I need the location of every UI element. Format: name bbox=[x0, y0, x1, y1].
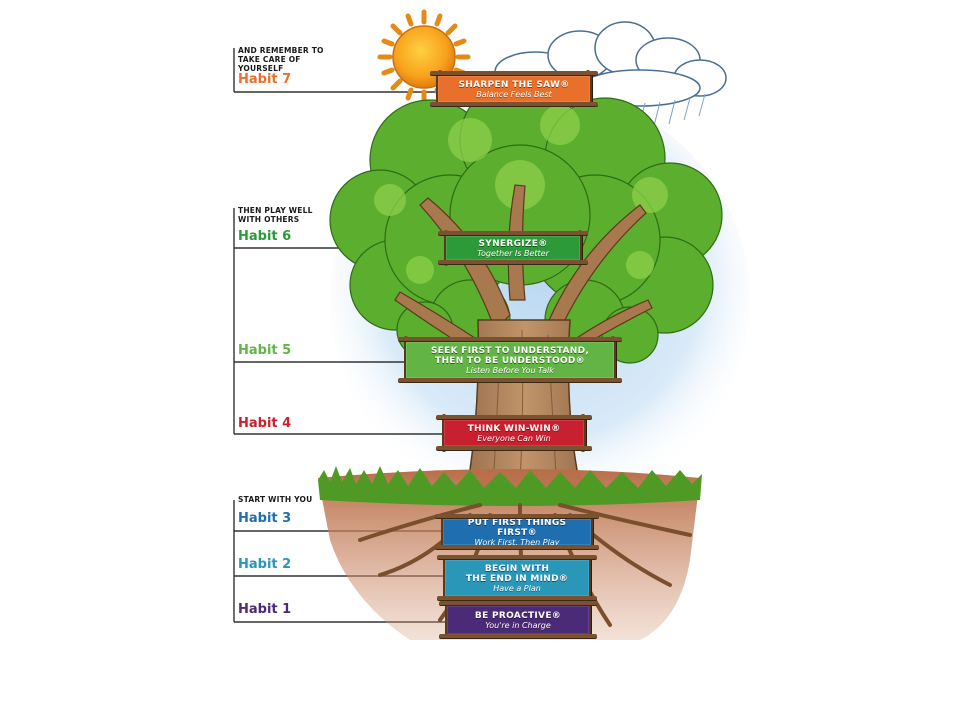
sign-habit-5-top-stick bbox=[398, 337, 622, 341]
sign-habit-7: SHARPEN THE SAW® Balance Feels Best bbox=[436, 74, 592, 104]
habit-2-label: Habit 2 bbox=[238, 557, 292, 572]
sign-habit-3-bottom-stick bbox=[435, 545, 599, 549]
sign-habit-1-bottom-stick bbox=[439, 634, 597, 638]
sign-habit-6-subtitle: Together Is Better bbox=[477, 248, 549, 258]
sign-habit-6: SYNERGIZE® Together Is Better bbox=[444, 234, 582, 262]
sign-habit-2-bottom-stick bbox=[437, 596, 597, 600]
habit-5-label: Habit 5 bbox=[238, 343, 292, 358]
sign-habit-3: PUT FIRST THINGS FIRST® Work First, Then… bbox=[441, 517, 593, 547]
habit-1-label: Habit 1 bbox=[238, 602, 292, 617]
habit-3-label: Habit 3 bbox=[238, 511, 292, 526]
sign-habit-4-top-stick bbox=[436, 415, 592, 419]
foliage-highlights bbox=[374, 105, 668, 284]
sign-habit-3-title: PUT FIRST THINGS FIRST® bbox=[467, 517, 567, 538]
sign-habit-2-title-line2: THE END IN MIND® bbox=[465, 573, 569, 584]
sign-habit-1-title: BE PROACTIVE® bbox=[474, 610, 562, 621]
habit-6-label: Habit 6 bbox=[238, 229, 292, 244]
sign-habit-5-subtitle: Listen Before You Talk bbox=[466, 365, 554, 375]
section-label-private-victory: START WITH YOU bbox=[238, 495, 313, 504]
section-label-renew: AND REMEMBER TO TAKE CARE OF YOURSELF bbox=[238, 46, 324, 73]
section-label-public-victory: THEN PLAY WELL WITH OTHERS bbox=[238, 206, 313, 224]
habit-4-label: Habit 4 bbox=[238, 416, 292, 431]
sign-habit-3-top-stick bbox=[435, 514, 599, 518]
sign-habit-4-subtitle: Everyone Can Win bbox=[477, 433, 551, 443]
sign-habit-1-subtitle: You're in Charge bbox=[485, 620, 551, 630]
grass bbox=[318, 466, 702, 506]
sign-habit-6-bottom-stick bbox=[438, 260, 588, 264]
sign-habit-7-top-stick bbox=[430, 71, 598, 75]
sign-habit-2: BEGIN WITH THE END IN MIND® Have a Plan bbox=[443, 558, 591, 598]
sign-habit-2-top-stick bbox=[437, 555, 597, 559]
sign-habit-5-title-line2: THEN TO BE UNDERSTOOD® bbox=[435, 355, 585, 366]
sign-habit-4: THINK WIN-WIN® Everyone Can Win bbox=[442, 418, 586, 448]
sign-habit-5-bottom-stick bbox=[398, 378, 622, 382]
sign-habit-5: SEEK FIRST TO UNDERSTAND, THEN TO BE UND… bbox=[404, 340, 616, 380]
sign-habit-4-title: THINK WIN-WIN® bbox=[467, 423, 561, 434]
sign-habit-2-title: BEGIN WITH bbox=[484, 563, 550, 574]
sign-habit-6-title: SYNERGIZE® bbox=[478, 238, 548, 249]
sign-habit-7-subtitle: Balance Feels Best bbox=[476, 89, 552, 99]
habit-7-label: Habit 7 bbox=[238, 72, 292, 87]
sign-habit-5-title: SEEK FIRST TO UNDERSTAND, bbox=[430, 345, 590, 356]
sign-habit-2-subtitle: Have a Plan bbox=[493, 583, 541, 593]
sign-habit-6-top-stick bbox=[438, 231, 588, 235]
sign-habit-7-title: SHARPEN THE SAW® bbox=[458, 79, 570, 90]
sign-habit-4-bottom-stick bbox=[436, 446, 592, 450]
sign-habit-3-subtitle: Work First, Then Play bbox=[474, 537, 560, 547]
sign-habit-1-top-stick bbox=[439, 601, 597, 605]
sign-habit-7-bottom-stick bbox=[430, 102, 598, 106]
sign-habit-1: BE PROACTIVE® You're in Charge bbox=[445, 604, 591, 636]
soil bbox=[318, 469, 700, 640]
